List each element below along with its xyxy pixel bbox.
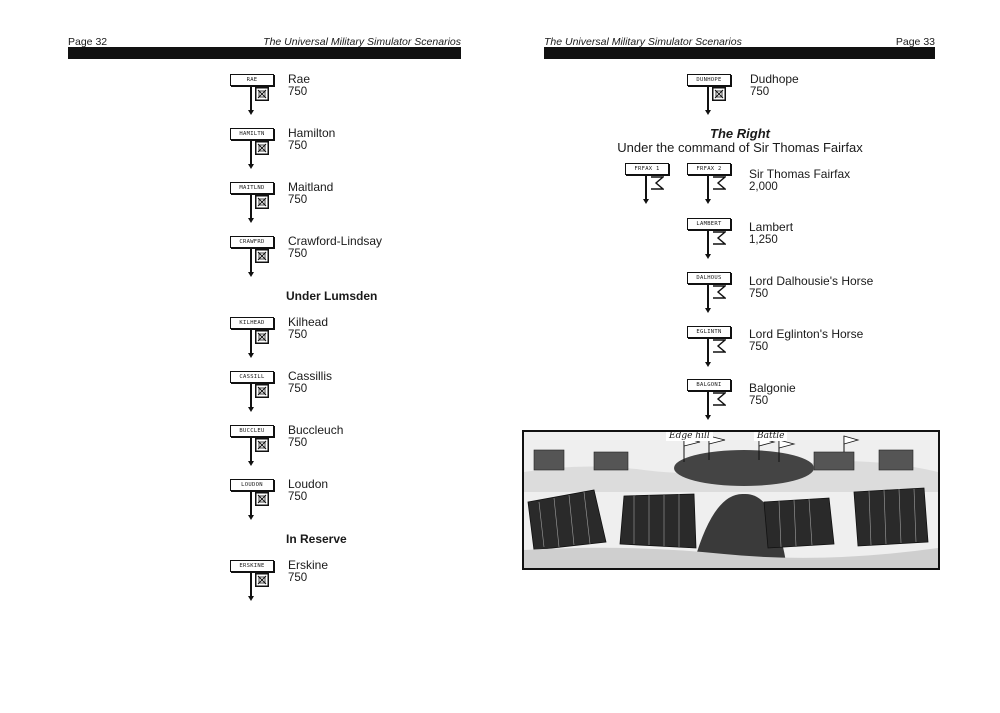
arrow-down-icon: [642, 199, 649, 204]
page-number: Page 33: [895, 36, 935, 48]
unit-name: Balgonie: [749, 381, 796, 395]
unit-tag: CASSILL: [230, 371, 274, 383]
unit-tag: FRFAX 1: [625, 163, 669, 175]
unit-tag: LOUDON: [230, 479, 274, 491]
unit-tag: LAMBERT: [687, 218, 731, 230]
unit-name: Erskine: [288, 558, 329, 572]
infantry-square-icon: [255, 384, 269, 398]
arrow-down-icon: [704, 415, 711, 420]
running-title: The Universal Military Simulator Scenari…: [544, 36, 742, 48]
unit-name: Lord Eglinton's Horse: [749, 327, 864, 341]
unit-strength: 750: [288, 383, 308, 395]
page-number: Page 32: [68, 36, 108, 48]
arrow-down-icon: [247, 353, 254, 358]
arrow-down-icon: [704, 362, 711, 367]
unit-strength: 750: [288, 140, 308, 152]
unit-name: Maitland: [288, 180, 334, 194]
arrow-down-icon: [704, 199, 711, 204]
arrow-down-icon: [247, 110, 254, 115]
unit-name: Buccleuch: [288, 423, 344, 437]
header-rule: [68, 47, 461, 59]
unit-strength: 750: [288, 248, 308, 260]
section-heading-lumsden: Under Lumsden: [286, 289, 378, 303]
infantry-square-icon: [255, 330, 269, 344]
section-subtitle: Under the command of Sir Thomas Fairfax: [617, 140, 863, 155]
unit-tag: FRFAX 2: [687, 163, 731, 175]
arrow-down-icon: [704, 308, 711, 313]
unit-strength: 750: [288, 194, 308, 206]
cavalry-flag-icon: [713, 339, 726, 353]
left-page: Page 32 The Universal Military Simulator…: [68, 36, 461, 601]
unit-name: Dudhope: [750, 72, 799, 86]
unit-tag: KILHEAD: [230, 317, 274, 329]
unit-name: Lord Dalhousie's Horse: [749, 274, 874, 288]
infantry-square-icon: [255, 87, 269, 101]
infantry-square-icon: [255, 492, 269, 506]
arrow-down-icon: [247, 461, 254, 466]
unit-strength: 750: [288, 86, 308, 98]
page-header: Page 32 The Universal Military Simulator…: [68, 36, 461, 48]
infantry-square-icon: [255, 249, 269, 263]
unit-tag: MAITLND: [230, 182, 274, 194]
unit-name: Lambert: [749, 220, 794, 234]
unit-name: Cassillis: [288, 369, 333, 383]
cavalry-flag-icon: [651, 176, 664, 190]
unit-tag: ERSKINE: [230, 560, 274, 572]
unit-tag: BUCCLEU: [230, 425, 274, 437]
unit-tag: DALHOUS: [687, 272, 731, 284]
arrow-down-icon: [247, 596, 254, 601]
section-heading-reserve: In Reserve: [286, 532, 347, 546]
arrow-down-icon: [704, 110, 711, 115]
running-title: The Universal Military Simulator Scenari…: [263, 36, 461, 48]
unit-name: Rae: [288, 72, 311, 86]
unit-strength: 750: [288, 491, 308, 503]
unit-strength: 1,250: [749, 234, 778, 246]
unit-name: Crawford-Lindsay: [288, 234, 383, 248]
unit-strength: 750: [750, 86, 770, 98]
infantry-square-icon: [255, 195, 269, 209]
unit-strength: 750: [749, 395, 769, 407]
infantry-square-icon: [255, 141, 269, 155]
right-page: The Universal Military Simulator Scenari…: [500, 0, 1000, 713]
engraving-caption-edge-hill: Edge hill: [666, 432, 713, 441]
unit-tag: BALGONI: [687, 379, 731, 391]
arrow-down-icon: [704, 254, 711, 259]
battle-engraving-illustration: Edge hill Battle: [522, 430, 940, 570]
cavalry-flag-icon: [713, 231, 726, 245]
unit-strength: 750: [288, 329, 308, 341]
cavalry-flag-icon: [713, 285, 726, 299]
unit-strength: 750: [749, 341, 769, 353]
page-header: The Universal Military Simulator Scenari…: [544, 36, 935, 48]
unit-tag: RAE: [230, 74, 274, 86]
arrow-down-icon: [247, 515, 254, 520]
unit-strength: 750: [288, 572, 308, 584]
infantry-square-icon: [255, 573, 269, 587]
unit-strength: 750: [749, 288, 769, 300]
arrow-down-icon: [247, 272, 254, 277]
unit-tag: DUNHOPE: [687, 74, 731, 86]
arrow-down-icon: [247, 218, 254, 223]
unit-name: Sir Thomas Fairfax: [749, 167, 851, 181]
unit-tag: EGLINTN: [687, 326, 731, 338]
engraving-drawing: [524, 432, 938, 568]
unit-strength: 750: [288, 437, 308, 449]
unit-name: Hamilton: [288, 126, 336, 140]
unit-strength: 2,000: [749, 181, 778, 193]
arrow-down-icon: [247, 407, 254, 412]
section-title: The Right: [710, 126, 770, 141]
unit-name: Loudon: [288, 477, 329, 491]
arrow-down-icon: [247, 164, 254, 169]
unit-name: Kilhead: [288, 315, 329, 329]
infantry-square-icon: [255, 438, 269, 452]
infantry-square-icon: [712, 87, 726, 101]
engraving-caption-battle: Battle: [754, 432, 788, 441]
header-rule: [544, 47, 935, 59]
unit-tag: HAMILTN: [230, 128, 274, 140]
unit-tag: CRAWFRD: [230, 236, 274, 248]
cavalry-flag-icon: [713, 176, 726, 190]
cavalry-flag-icon: [713, 392, 726, 406]
